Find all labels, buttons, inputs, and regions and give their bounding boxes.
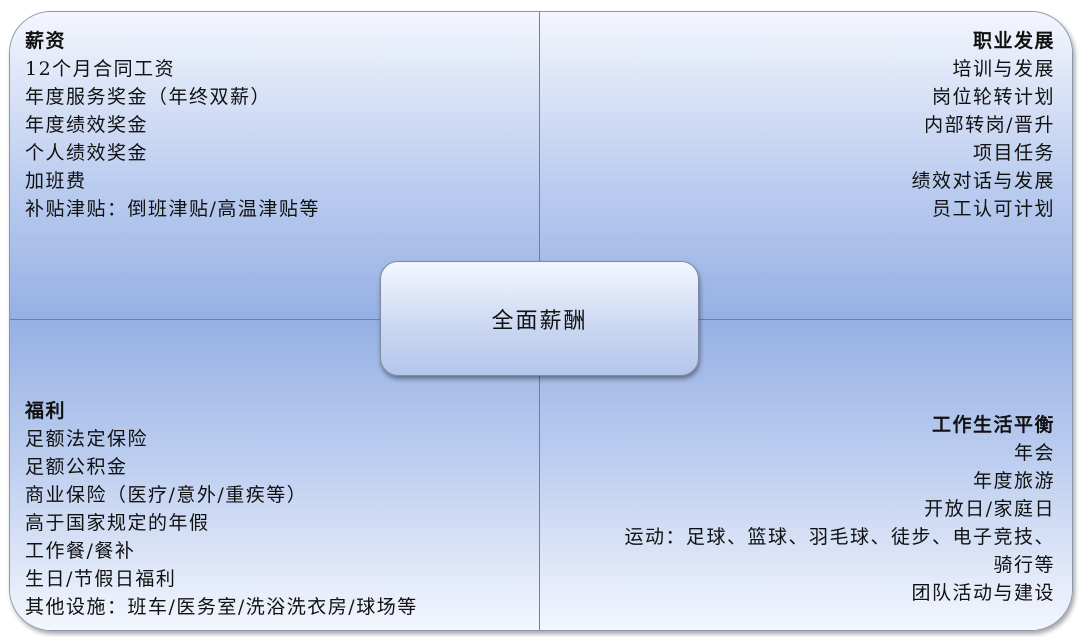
benefits-item: 工作餐/餐补: [25, 540, 136, 562]
salary-title: 薪资: [25, 30, 67, 52]
career-item: 项目任务: [972, 142, 1055, 164]
career-title: 职业发展: [972, 30, 1055, 52]
work-life-item: 年会: [1013, 442, 1055, 464]
center-label: 全面薪酬: [491, 308, 588, 334]
center-label-box: 全面薪酬: [380, 261, 699, 376]
salary-item: 补贴津贴：倒班津贴/高温津贴等: [25, 198, 320, 220]
benefits-title: 福利: [25, 400, 67, 422]
work-life-item: 运动：足球、篮球、羽毛球、徒步、电子竞技、: [624, 526, 1055, 548]
career-item: 员工认可计划: [931, 198, 1055, 220]
career-text: 职业发展 培训与发展 岗位轮转计划 内部转岗/晋升 项目任务 绩效对话与发展 员…: [911, 27, 1055, 223]
career-item: 培训与发展: [952, 58, 1055, 80]
salary-item: 个人绩效奖金: [25, 142, 149, 164]
benefits-text: 福利 足额法定保险 足额公积金 商业保险（医疗/意外/重疾等） 高于国家规定的年…: [25, 397, 418, 621]
salary-item: 年度绩效奖金: [25, 114, 149, 136]
diagram-frame: [9, 11, 1073, 631]
career-item: 内部转岗/晋升: [924, 114, 1055, 136]
salary-item: 加班费: [25, 170, 87, 192]
career-item: 岗位轮转计划: [931, 86, 1055, 108]
benefits-item: 其他设施：班车/医务室/洗浴洗衣房/球场等: [25, 596, 418, 618]
work-life-item: 骑行等: [993, 554, 1055, 576]
work-life-item: 年度旅游: [972, 470, 1055, 492]
career-item: 绩效对话与发展: [911, 170, 1055, 192]
benefits-item: 生日/节假日福利: [25, 568, 177, 590]
work-life-item: 开放日/家庭日: [924, 498, 1055, 520]
work-life-title: 工作生活平衡: [931, 414, 1055, 436]
benefits-item: 商业保险（医疗/意外/重疾等）: [25, 484, 308, 506]
salary-text: 薪资 12个月合同工资 年度服务奖金（年终双薪） 年度绩效奖金 个人绩效奖金 加…: [25, 27, 320, 223]
salary-item: 年度服务奖金（年终双薪）: [25, 86, 272, 108]
benefits-item: 足额法定保险: [25, 428, 149, 450]
benefits-item: 高于国家规定的年假: [25, 512, 210, 534]
benefits-item: 足额公积金: [25, 456, 128, 478]
work-life-item: 团队活动与建设: [911, 582, 1055, 604]
salary-item: 12个月合同工资: [25, 58, 176, 80]
work-life-text: 工作生活平衡 年会 年度旅游 开放日/家庭日 运动：足球、篮球、羽毛球、徒步、电…: [624, 411, 1055, 607]
